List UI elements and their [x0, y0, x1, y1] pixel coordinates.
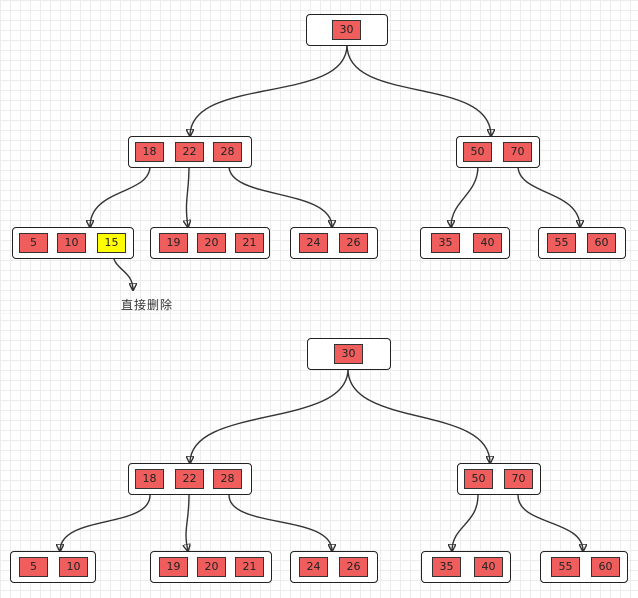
key-40: 40 [473, 233, 502, 253]
edge-50-to-leaf-4 [451, 165, 479, 227]
leaf-node-4: 35 40 [420, 227, 510, 259]
edge-22-to-leaf-2 [186, 494, 189, 551]
key-26: 26 [339, 557, 368, 577]
leaf-node-3: 24 26 [290, 227, 378, 259]
key-22: 22 [175, 469, 204, 489]
edge-root-to-mid-right [347, 368, 490, 463]
tree-before-deletion: 30 18 22 28 50 70 5 10 15 19 20 21 24 26… [0, 14, 638, 313]
annotation-direct-delete: 直接删除 [121, 298, 174, 312]
key-50: 50 [464, 469, 493, 489]
edge-22-to-leaf-2 [186, 165, 189, 227]
key-21: 21 [235, 557, 264, 577]
key-18: 18 [135, 469, 164, 489]
leaf-node-5: 55 60 [540, 551, 628, 583]
key-19: 19 [159, 233, 188, 253]
key-60: 60 [587, 233, 616, 253]
key-24: 24 [299, 557, 328, 577]
edge-28-to-leaf-3 [228, 165, 332, 227]
key-24: 24 [299, 233, 328, 253]
key-60: 60 [591, 557, 620, 577]
edge-18-to-leaf-1 [90, 165, 151, 227]
edge-70-to-leaf-5 [517, 165, 580, 227]
key-21: 21 [235, 233, 264, 253]
key-28: 28 [213, 142, 242, 162]
key-15-highlighted: 15 [97, 233, 126, 253]
edge-18-to-leaf-1 [60, 494, 151, 551]
tree-after-deletion: 30 18 22 28 50 70 5 10 19 20 21 24 26 35… [0, 313, 638, 598]
key-55: 55 [547, 233, 576, 253]
key-5: 5 [19, 233, 48, 253]
key-5: 5 [19, 557, 48, 577]
key-70: 70 [503, 142, 532, 162]
key-18: 18 [135, 142, 164, 162]
key-55: 55 [551, 557, 580, 577]
key-26: 26 [339, 233, 368, 253]
key-40: 40 [474, 557, 503, 577]
leaf-node-4: 35 40 [421, 551, 511, 583]
internal-node-right: 50 70 [457, 463, 541, 495]
key-10: 10 [57, 233, 86, 253]
edge-50-to-leaf-4 [452, 494, 479, 551]
leaf-node-5: 55 60 [538, 227, 626, 259]
edge-root-to-mid-left [190, 44, 348, 136]
key-30: 30 [332, 20, 361, 40]
internal-node-left: 18 22 28 [128, 463, 252, 495]
leaf-node-3: 24 26 [290, 551, 378, 583]
key-10: 10 [59, 557, 88, 577]
internal-node-right: 50 70 [456, 136, 540, 168]
key-70: 70 [504, 469, 533, 489]
key-20: 20 [197, 233, 226, 253]
edge-70-to-leaf-5 [517, 494, 583, 551]
internal-node-left: 18 22 28 [128, 136, 252, 168]
leaf-node-1: 5 10 [10, 551, 96, 583]
edge-root-to-mid-left [190, 368, 349, 463]
key-30: 30 [334, 344, 363, 364]
key-19: 19 [159, 557, 188, 577]
root-node: 30 [306, 14, 388, 46]
root-node: 30 [307, 338, 391, 370]
leaf-node-2: 19 20 21 [150, 551, 272, 583]
edges-before [0, 44, 638, 313]
edge-28-to-leaf-3 [228, 494, 332, 551]
leaf-node-1: 5 10 15 [12, 227, 134, 259]
key-50: 50 [463, 142, 492, 162]
leaf-node-2: 19 20 21 [150, 227, 270, 259]
key-22: 22 [175, 142, 204, 162]
key-35: 35 [432, 557, 461, 577]
edge-root-to-mid-right [346, 44, 491, 136]
key-20: 20 [197, 557, 226, 577]
key-28: 28 [213, 469, 242, 489]
key-35: 35 [431, 233, 460, 253]
